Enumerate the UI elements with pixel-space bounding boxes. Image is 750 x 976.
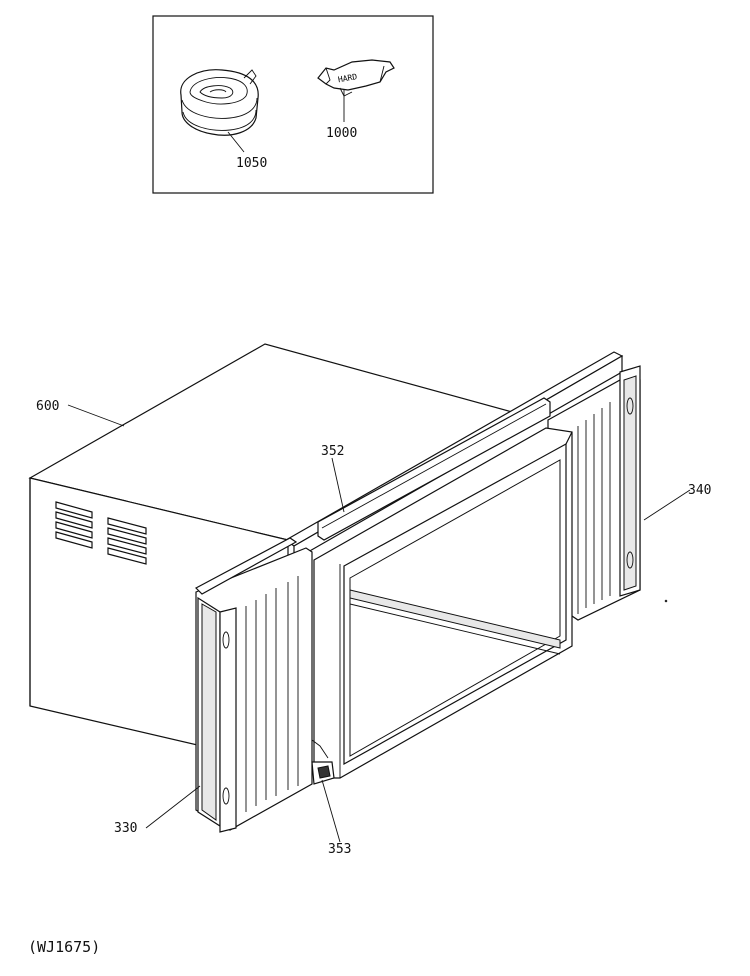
left-panel-330 [195,537,313,833]
cabinet-louvers [55,501,147,565]
label-330: 330 [114,821,137,836]
label-600: 600 [36,399,59,414]
leader-330 [145,785,201,829]
accessory-inset: 1050 HARD 1000 [152,15,434,194]
label-340: 340 [688,483,711,498]
leader-353 [321,779,341,843]
leader-1050 [227,131,245,153]
drawing-code: (WJ1675) [28,938,100,956]
packet-marking: HARD [337,72,358,84]
label-352: 352 [321,444,344,459]
label-1050: 1050 [236,156,267,171]
cabinet-assembly: 600 352 340 330 353 [28,343,711,857]
top-rail-352 [317,397,551,541]
window-frame [313,427,573,779]
tape-roll-part [180,69,259,136]
bottom-rail-353 [311,739,335,785]
leader-340 [643,489,691,521]
inset-frame [152,15,434,194]
leader-600 [67,404,125,427]
label-1000: 1000 [326,126,357,141]
hardware-packet-part: HARD [317,59,395,97]
leader-352 [331,457,345,513]
label-353: 353 [328,842,351,857]
